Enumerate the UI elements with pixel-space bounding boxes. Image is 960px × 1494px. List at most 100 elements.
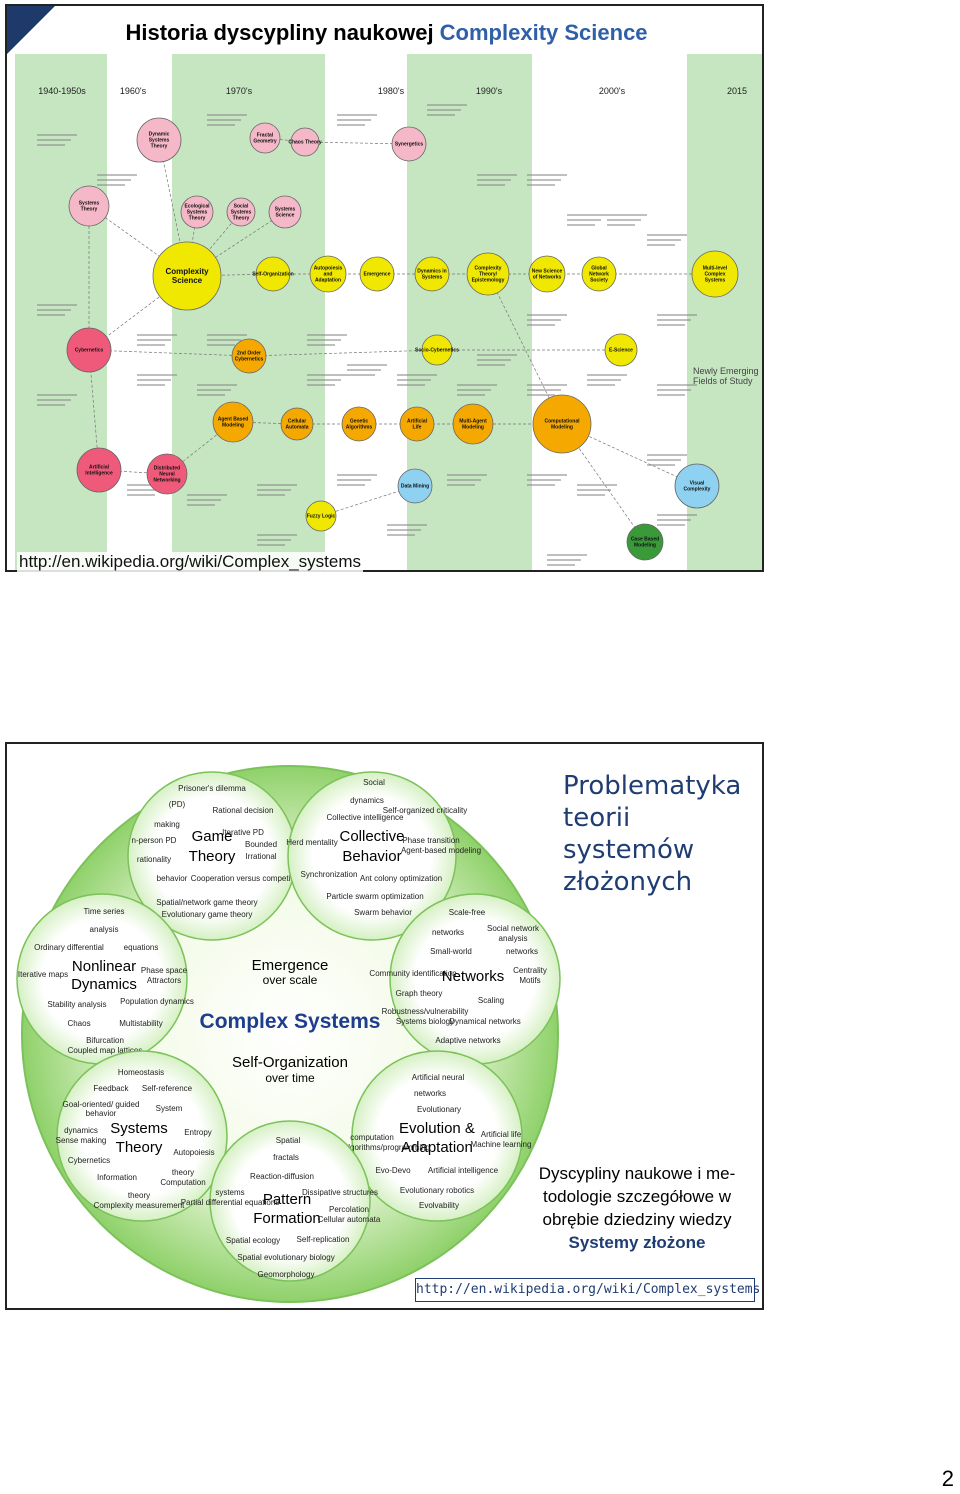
field-node-label: Automata (285, 425, 308, 431)
annotation-text (457, 384, 497, 386)
annotation-text (257, 534, 297, 536)
annotation-text (607, 224, 635, 226)
annotation-text (427, 114, 455, 116)
field-node-label: Visual (690, 481, 705, 487)
field-node-label: Complexity (684, 487, 711, 493)
annotation-text (587, 379, 621, 381)
description-text: Dyscypliny naukowe i me- todologie szcze… (538, 1164, 736, 1229)
annotation-text (647, 454, 687, 456)
topic-item: Spatial (276, 1136, 301, 1145)
annotation-text (527, 314, 567, 316)
field-node-label: Systems (275, 207, 296, 213)
annotation-text (527, 384, 567, 386)
cluster-title: Networks (442, 968, 505, 985)
source-url-box[interactable]: http://en.wikipedia.org/wiki/Complex_sys… (415, 1278, 760, 1302)
slide-corner-decoration (7, 6, 55, 54)
field-node-label: Fractal (257, 133, 274, 139)
field-node-label: Multi-level (703, 266, 728, 272)
topic-item: Homeostasis (118, 1068, 164, 1077)
era-label: 2015 (727, 86, 747, 96)
topic-item: Small-world (430, 947, 472, 956)
topic-item: Phase transition (402, 836, 459, 845)
topic-item: Ordinary differential (34, 943, 104, 952)
field-node-label: Agent Based (218, 417, 249, 423)
topic-item: Rational decision (213, 806, 274, 815)
annotation-text (567, 214, 607, 216)
topic-item: computation (350, 1133, 394, 1142)
topic-item: equations (124, 943, 159, 952)
field-node-label: Life (413, 425, 422, 431)
annotation-text (527, 389, 561, 391)
field-node: Synergetics (391, 126, 427, 162)
topic-item: Dissipative structures (302, 1188, 378, 1197)
topic-item: Artificial life (481, 1130, 522, 1139)
topic-item: Evolutionary robotics (400, 1186, 474, 1195)
topic-item: dynamics (64, 1126, 98, 1135)
cluster-title: Pattern (263, 1191, 311, 1208)
annotation-text (647, 464, 675, 466)
field-node-label: Socio-Cybernetics (415, 348, 459, 354)
annotation-text (577, 494, 605, 496)
topic-item: Autopoiesis (173, 1148, 214, 1157)
field-node-label: Genetic (350, 419, 369, 425)
emergence-label: Emergence (252, 957, 329, 974)
annotation-text (187, 499, 221, 501)
annotation-text (457, 389, 491, 391)
cluster-circle (287, 771, 457, 941)
field-node: E-Science (604, 333, 638, 367)
topic-item: Synchronization (301, 870, 358, 879)
source-url[interactable]: http://en.wikipedia.org/wiki/Complex_sys… (17, 552, 364, 572)
field-node-label: Theory (189, 216, 206, 222)
topic-item: Population dynamics (120, 997, 194, 1006)
cluster-circle (209, 1120, 371, 1282)
annotation-text (137, 384, 165, 386)
topic-item: analysis (499, 934, 528, 943)
annotation-text (387, 524, 427, 526)
annotation-text (547, 554, 587, 556)
topic-item: Collective intelligence (327, 813, 404, 822)
annotation-text (657, 389, 691, 391)
annotation-text (307, 379, 341, 381)
topic-item: Scale-free (449, 908, 486, 917)
annotation-text (37, 309, 71, 311)
topic-item: Multistability (119, 1019, 163, 1028)
annotation-text (187, 504, 215, 506)
annotation-text (397, 379, 431, 381)
era-label: 1970's (226, 86, 253, 96)
self-organization-sub: over time (265, 1071, 315, 1085)
annotation-text (647, 244, 675, 246)
page-number: 2 (941, 1466, 954, 1491)
topic-item: Spatial evolutionary biology (237, 1253, 334, 1262)
connection-line (248, 349, 438, 357)
field-node-label: Systems (231, 210, 252, 216)
topic-item: (PD) (169, 800, 186, 809)
field-node-label: Modeling (634, 543, 656, 549)
topic-item: Social network (487, 924, 540, 933)
slide-title: Historia dyscypliny naukowej Complexity … (7, 20, 766, 46)
annotation-text (337, 479, 371, 481)
field-node-label: Data Mining (401, 484, 429, 490)
field-node: Self-Organization (252, 256, 294, 292)
annotation-text (477, 354, 517, 356)
topic-item: Computation (160, 1178, 205, 1187)
annotation-text (657, 514, 697, 516)
annotation-text (37, 134, 77, 136)
field-node: Data Mining (397, 468, 433, 504)
field-node-label: Artificial (407, 419, 428, 425)
field-node-label: Dynamic (149, 132, 170, 138)
annotation-text (37, 399, 71, 401)
field-node-label: Ecological (184, 204, 210, 210)
annotation-text (37, 304, 77, 306)
field-node-label: New Science (532, 269, 563, 275)
annotation-text (427, 104, 467, 106)
topic-item: Genetic algorithms/programming (314, 1143, 430, 1152)
topic-item: Geomorphology (258, 1270, 315, 1279)
topic-item: Coupled map lattices (68, 1046, 143, 1055)
